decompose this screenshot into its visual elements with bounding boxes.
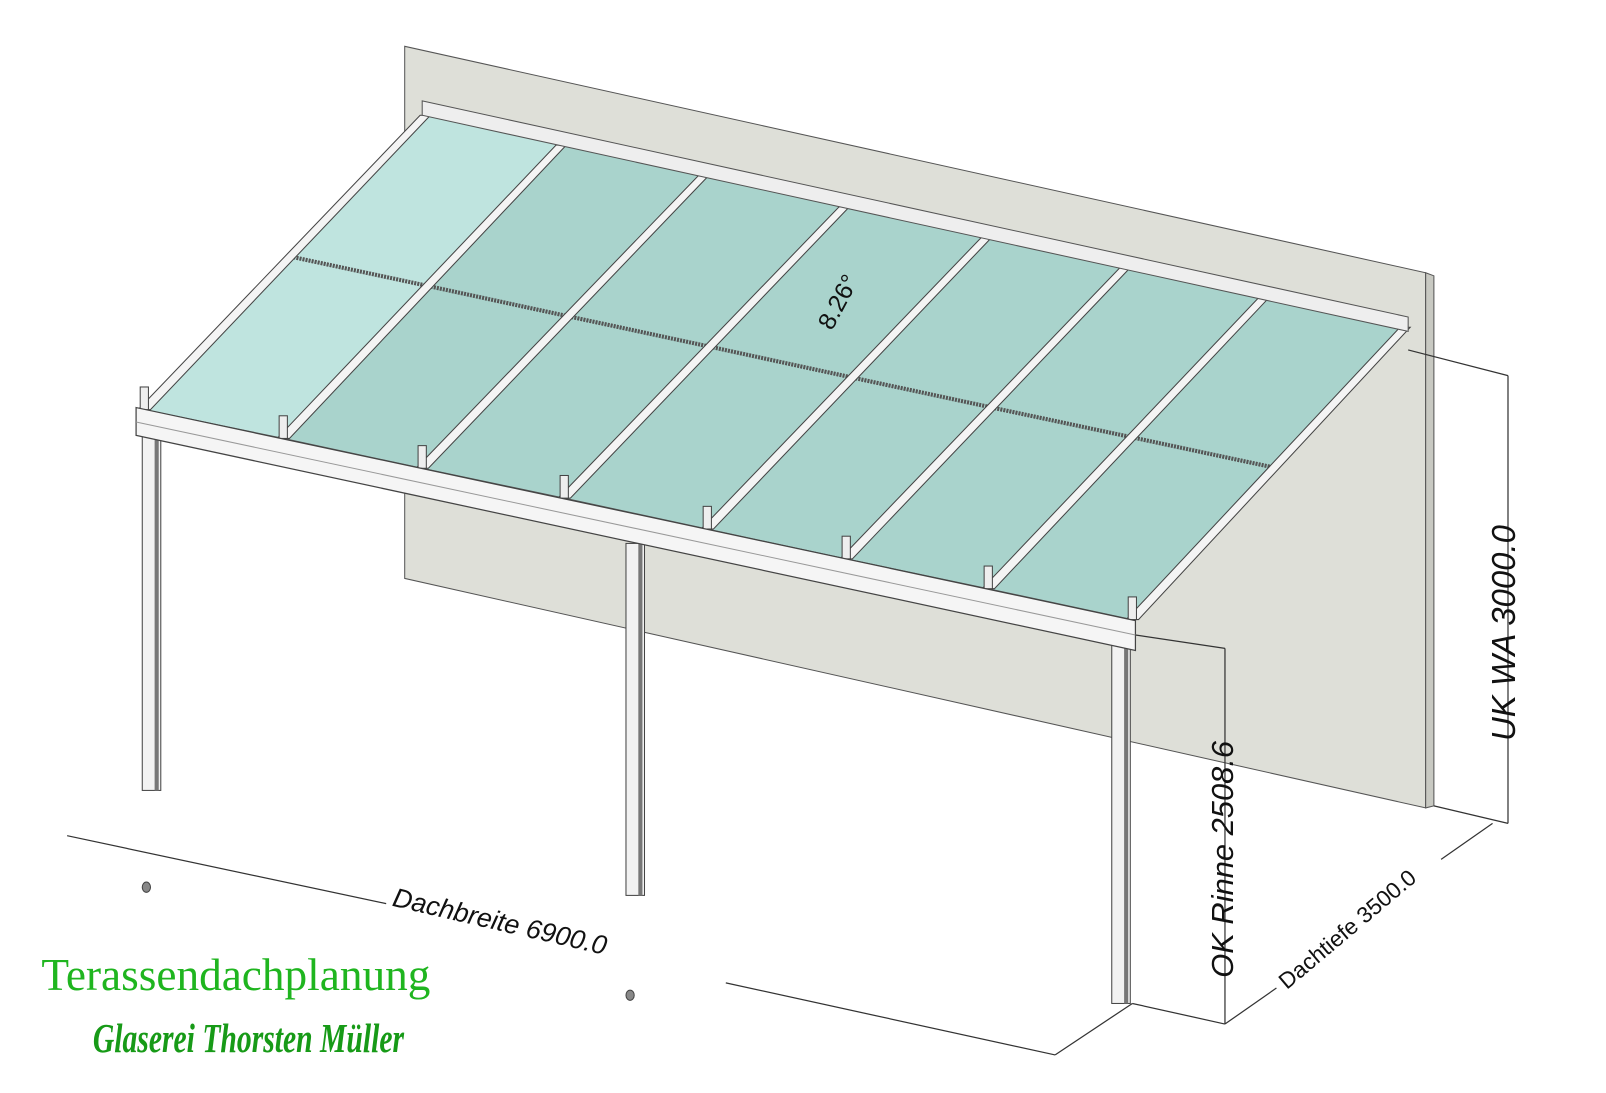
rafter-end-cap bbox=[417, 445, 427, 469]
glass-crossbar bbox=[289, 254, 429, 288]
rafter-end-cap bbox=[559, 474, 569, 499]
glass-crossbar bbox=[709, 344, 853, 380]
anchor-bolt bbox=[625, 989, 635, 1001]
glass-crossbar bbox=[427, 283, 569, 319]
roof bbox=[136, 114, 1412, 621]
rafter-end-cap bbox=[702, 505, 712, 530]
dimension-lines bbox=[67, 349, 1509, 1056]
planning-title: Terassendachplanung bbox=[41, 950, 430, 1000]
glass-crossbar bbox=[990, 405, 1133, 440]
roof-width-label: Dachbreite 6900.0 bbox=[390, 882, 610, 960]
gutter-height-label: OK Rinne 2508.6 bbox=[1205, 740, 1240, 978]
company-name: Glaserei Thorsten Müller bbox=[93, 1015, 405, 1061]
anchor-bolt bbox=[141, 881, 152, 893]
glass-crossbar bbox=[851, 375, 992, 410]
rafter-end-cap bbox=[278, 415, 288, 439]
roof-depth-label: Dachtiefe 3500.0 bbox=[1274, 865, 1421, 994]
wall-height-label: UK WA 3000.0 bbox=[1485, 524, 1522, 741]
house-wall-side bbox=[1425, 271, 1435, 809]
rafter-end-cap bbox=[1127, 596, 1137, 621]
rafter-end-cap bbox=[983, 565, 993, 590]
rafter-end-cap bbox=[139, 386, 149, 411]
glass-crossbar bbox=[1131, 435, 1275, 470]
wall-rail bbox=[421, 100, 1409, 333]
rafter-end-cap bbox=[841, 535, 851, 560]
glass-crossbar bbox=[567, 314, 711, 349]
